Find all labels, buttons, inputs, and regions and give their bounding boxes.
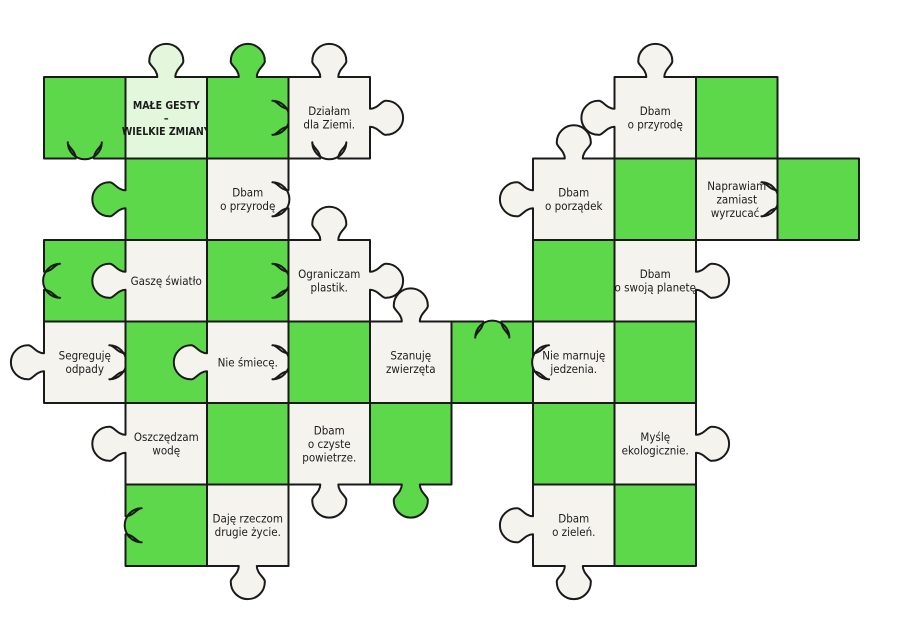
puzzle-piece-shape <box>532 239 616 323</box>
piece-label-line: Segreguję <box>59 349 111 363</box>
piece-label-line: Szanuję <box>390 349 431 363</box>
puzzle-piece-shape <box>450 319 534 404</box>
puzzle-piece-shape <box>287 42 405 161</box>
piece-label-line: o swoją planetę <box>615 281 696 295</box>
puzzle-piece-shape <box>206 239 291 323</box>
puzzle-piece-blank <box>206 42 291 160</box>
piece-label-line: MAŁE GESTY <box>133 100 200 112</box>
piece-label-line: o zieleń. <box>552 525 595 539</box>
puzzle-piece-shape <box>206 402 290 486</box>
piece-label-line: jedzenia. <box>549 362 597 376</box>
puzzle-piece-shape <box>498 483 616 601</box>
piece-label-line: Dbam <box>232 186 263 200</box>
puzzle-piece-blank <box>450 319 534 404</box>
piece-label-line: odpady <box>66 362 105 376</box>
piece-label-line: o porządek <box>545 199 602 213</box>
piece-label-line: Nie śmiecę. <box>218 355 278 369</box>
piece-label-line: Oszczędzam <box>134 430 199 444</box>
piece-label-line: drugie życie. <box>215 525 281 539</box>
puzzle-piece-shape <box>91 239 208 323</box>
puzzle-piece-shape <box>206 483 290 601</box>
piece-label-line: dla Ziemi. <box>303 118 355 132</box>
puzzle-piece-shape <box>613 239 731 323</box>
puzzle-piece-shape <box>91 402 208 486</box>
piece-label-line: zamiast <box>716 192 757 206</box>
piece-label-line: wyrzucać. <box>711 206 763 220</box>
puzzle-piece-shape <box>206 42 291 160</box>
piece-label-line: Daję rzeczom <box>213 512 283 526</box>
puzzle-piece-shape <box>287 402 371 519</box>
puzzle-piece-shape <box>532 402 616 486</box>
piece-label-line: Naprawiam <box>707 179 766 193</box>
puzzle-piece-shape <box>42 239 127 323</box>
piece-label-line: o przyrodę <box>628 118 683 132</box>
piece-label-line: ekologicznie. <box>622 444 689 458</box>
puzzle-piece-shape <box>613 157 697 241</box>
piece-label-line: Ograniczam <box>298 267 360 281</box>
piece-label-line: wodę <box>152 444 180 458</box>
puzzle-piece-shape <box>124 42 208 160</box>
puzzle-piece-shape <box>613 483 697 567</box>
puzzle-piece-blank <box>695 76 779 160</box>
puzzle-piece-shape <box>287 320 371 404</box>
puzzle-piece-blank <box>613 157 697 241</box>
piece-label-line: powietrze. <box>302 450 356 464</box>
puzzle-piece-blank <box>206 402 290 486</box>
puzzle-piece-shape <box>498 124 616 241</box>
piece-label-line: – <box>164 113 169 125</box>
puzzle-piece-blank <box>206 239 291 323</box>
piece-label-line: Dbam <box>640 104 671 118</box>
puzzle-piece-shape <box>580 42 697 160</box>
puzzle-piece-blank <box>613 483 697 567</box>
piece-label-line: Myślę <box>640 430 670 444</box>
puzzle-piece-shape <box>613 320 697 404</box>
puzzle-piece-blank <box>532 239 616 323</box>
puzzle-piece-shape <box>695 76 779 160</box>
puzzle-piece-shape <box>531 320 616 404</box>
piece-label-line: o przyrodę <box>220 199 275 213</box>
piece-label-line: Nie marnuję <box>542 349 605 363</box>
puzzle-piece-blank <box>613 320 697 404</box>
puzzle-piece-blank <box>532 402 616 486</box>
puzzle-piece-shape <box>776 157 860 241</box>
piece-label-line: Dbam <box>558 186 589 200</box>
puzzle-piece-shape <box>613 402 731 486</box>
puzzle-piece-labeled: Gaszę światło <box>91 239 208 323</box>
piece-label-line: WIELKIE ZMIANY <box>122 126 211 138</box>
piece-label-line: Gaszę światło <box>131 274 202 288</box>
puzzle-piece-blank <box>287 320 371 404</box>
puzzle-piece-blank <box>369 402 453 519</box>
piece-label-line: o czyste <box>308 437 351 451</box>
piece-label-line: zwierzęta <box>386 362 436 376</box>
puzzle-piece-labeled: MAŁE GESTY–WIELKIE ZMIANY <box>122 42 211 160</box>
piece-label-line: Dbam <box>558 512 589 526</box>
puzzle-piece-shape <box>369 402 453 519</box>
puzzle-piece-shape <box>123 483 208 567</box>
puzzle-piece-shape <box>91 157 208 241</box>
puzzle-piece-blank <box>776 157 860 241</box>
piece-label-line: plastik. <box>311 281 348 295</box>
piece-label-line: Dbam <box>640 267 671 281</box>
piece-label-line: Dbam <box>314 423 345 437</box>
puzzle-piece-blank <box>42 239 127 323</box>
piece-label-line: Działam <box>308 104 350 118</box>
puzzle-piece-blank <box>123 483 208 567</box>
puzzle-piece-shape <box>287 205 405 323</box>
puzzle-piece-blank <box>91 157 208 241</box>
